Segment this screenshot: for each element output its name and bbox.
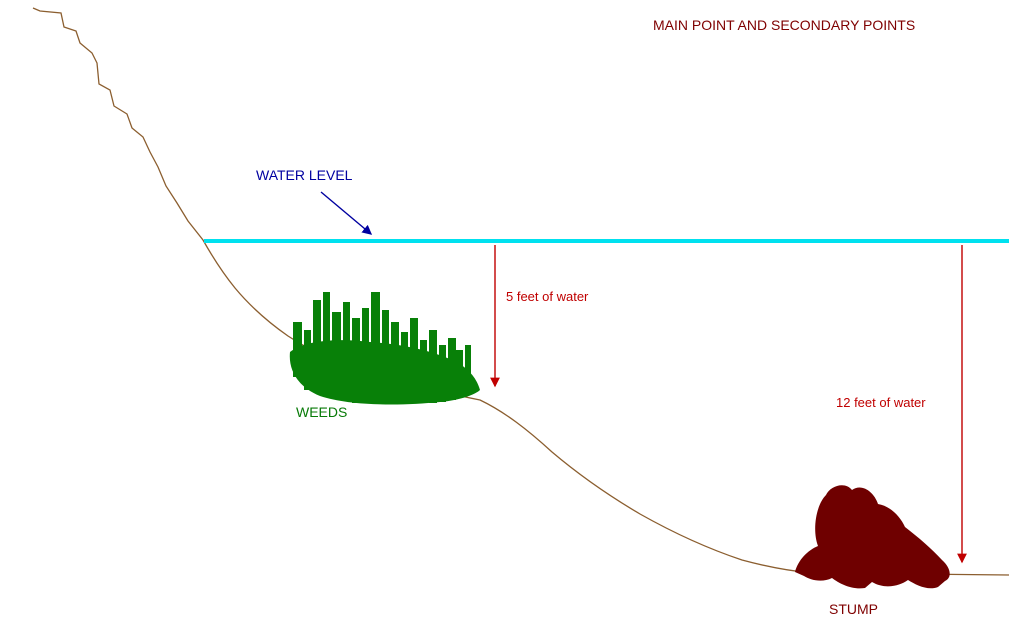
water-level-arrow <box>320 191 373 235</box>
weeds-shape <box>289 292 480 405</box>
stump-label: STUMP <box>829 601 878 617</box>
water-level-label: WATER LEVEL <box>256 167 353 183</box>
diagram-title: MAIN POINT AND SECONDARY POINTS <box>653 17 916 33</box>
weeds-label: WEEDS <box>296 404 348 420</box>
stump-shape <box>795 485 950 589</box>
depth-label-5ft: 5 feet of water <box>506 289 589 304</box>
depth-label-12ft: 12 feet of water <box>836 395 926 410</box>
